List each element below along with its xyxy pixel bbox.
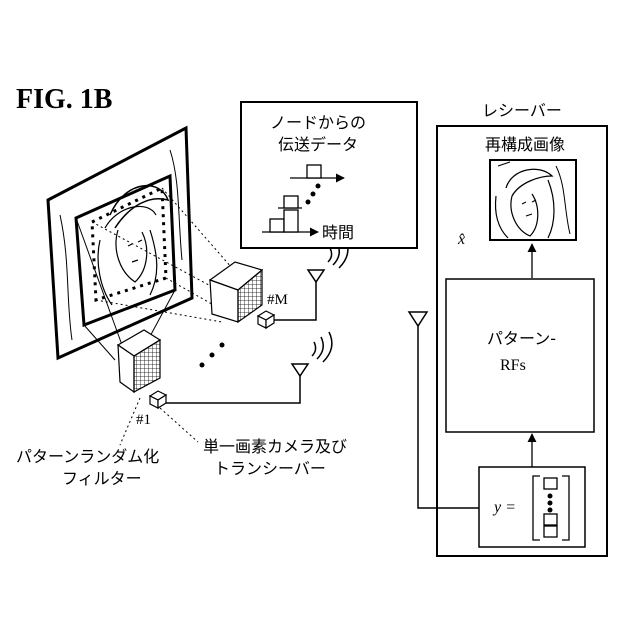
- figure-title: FIG. 1B: [16, 84, 112, 115]
- filter-label-line1: パターンランダム化: [16, 447, 159, 466]
- filter-label-line2: フィルター: [62, 469, 142, 488]
- legend-title-line2: 伝送データ: [278, 135, 358, 154]
- camera-cube-1: [150, 391, 166, 408]
- pattern-rf-box: [446, 279, 594, 432]
- camera-1-label: #1: [136, 412, 151, 428]
- measurement-dots: [548, 494, 553, 513]
- pattern-filter-m: [210, 262, 262, 322]
- time-label: 時間: [322, 223, 354, 242]
- camera-label-line2: トランシーバー: [214, 459, 326, 478]
- reconstructed-image-title: 再構成画像: [485, 135, 565, 154]
- camera-m-label: #M: [267, 292, 288, 308]
- scene-image: [48, 128, 192, 358]
- camera-cube-m: [258, 311, 274, 328]
- legend-title-line1: ノードからの: [270, 113, 366, 132]
- camera-label-line1: 単一画素カメラ及び: [203, 437, 347, 456]
- rf-label-line1: パターン-: [487, 329, 556, 348]
- y-label: y =: [492, 499, 516, 516]
- pattern-filter-1: [118, 330, 160, 392]
- rf-label-line2: RFs: [500, 357, 526, 374]
- x-hat-label: x̂: [457, 231, 465, 248]
- antenna-1: [166, 332, 332, 403]
- ellipsis-dots: [200, 343, 225, 368]
- receiver-label: レシーバー: [482, 101, 562, 120]
- reconstructed-image: [490, 160, 576, 240]
